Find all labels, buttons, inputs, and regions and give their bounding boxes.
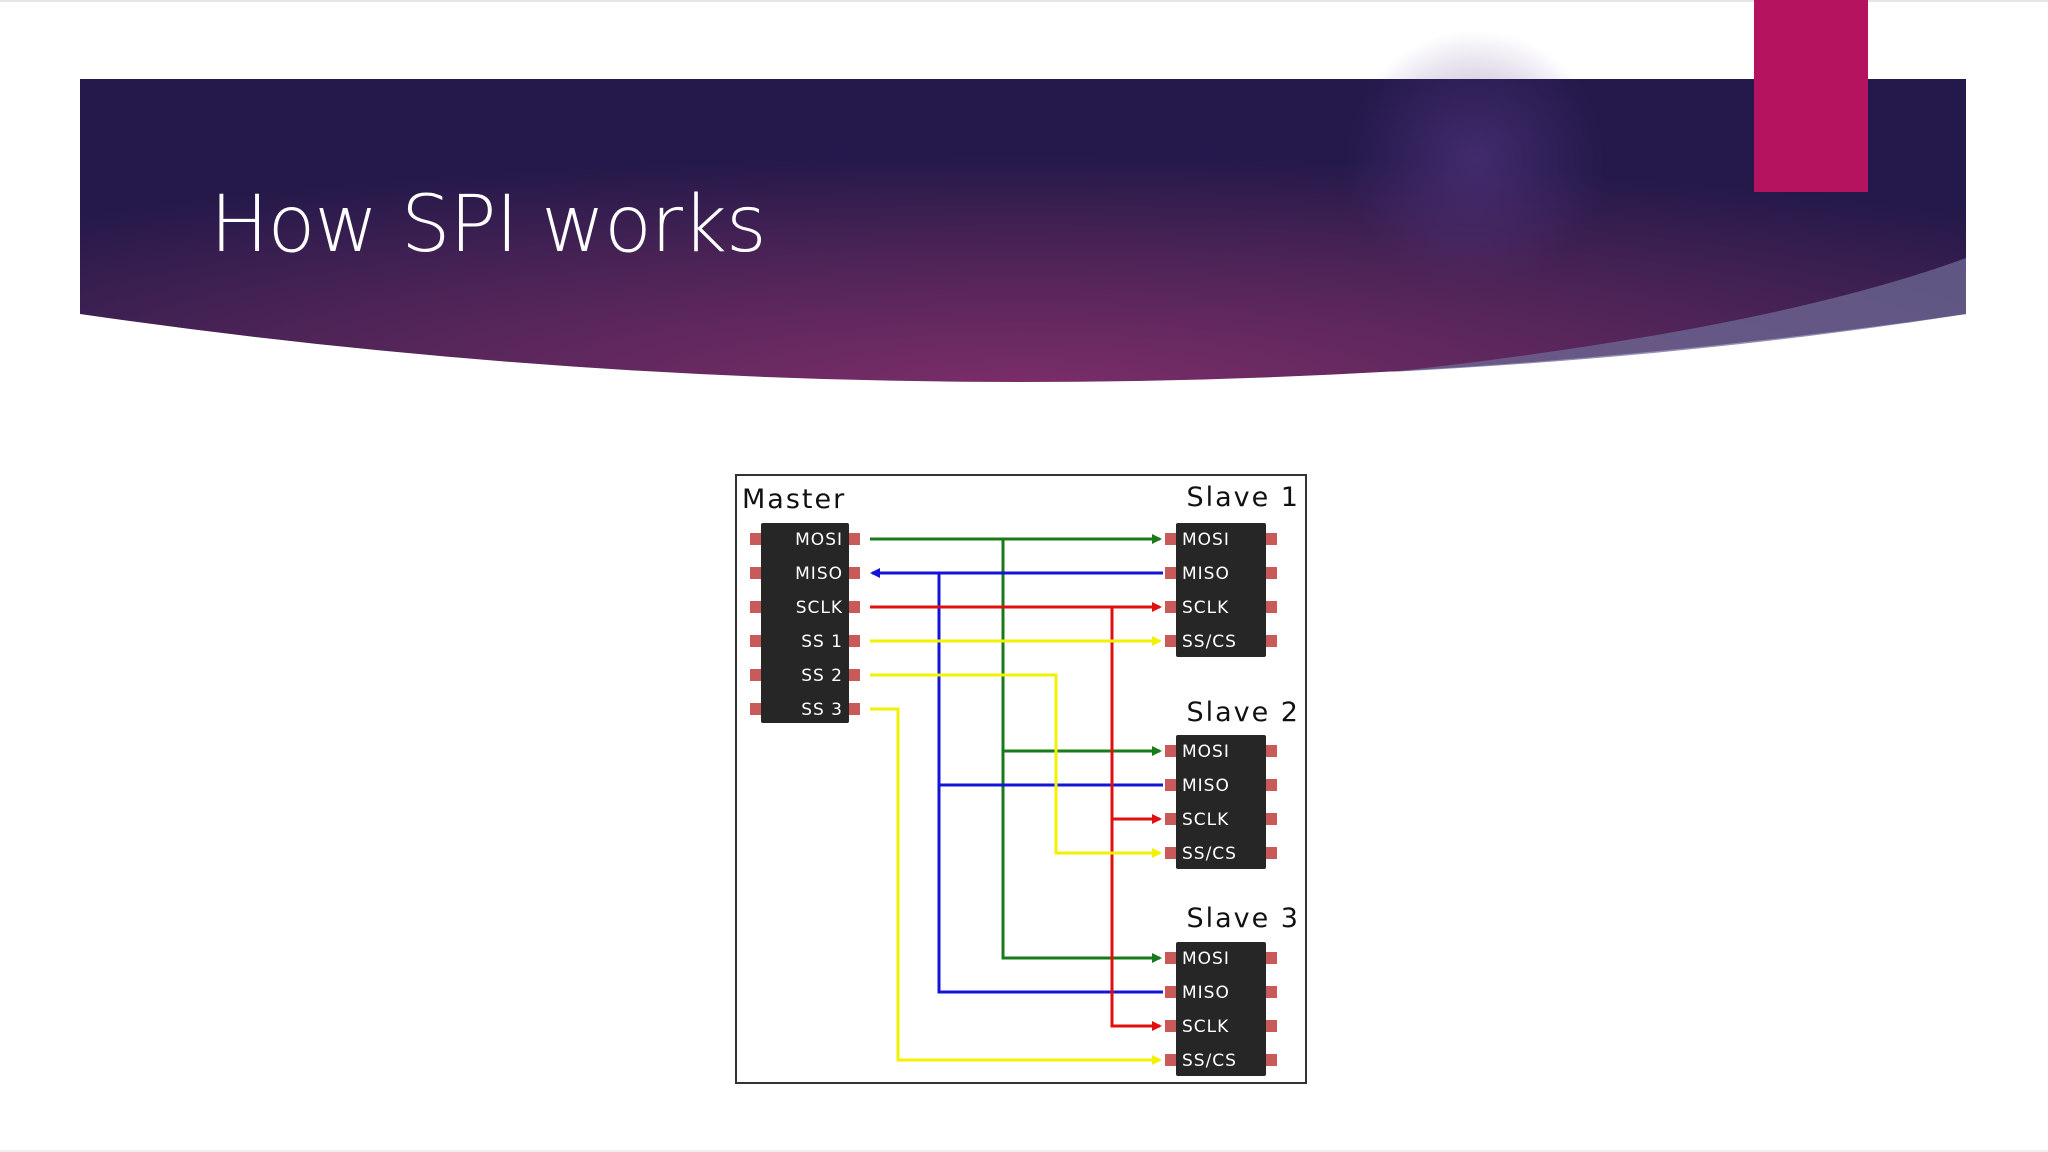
slave3-pin-label: SCLK xyxy=(1182,1017,1229,1037)
master-label: Master xyxy=(742,484,846,515)
slave3-label: Slave 3 xyxy=(1186,903,1300,934)
wire-miso-slave3 xyxy=(937,785,1163,994)
slave3-pin-label: SS/CS xyxy=(1182,1051,1237,1071)
master-pin-label: SS 2 xyxy=(801,666,843,686)
slave2-pin-label: SCLK xyxy=(1182,810,1229,830)
slave1-pin-label: MOSI xyxy=(1182,530,1230,550)
title-banner xyxy=(80,30,1966,382)
slave1-body xyxy=(1176,523,1266,657)
spi-diagram: Master MOSI MISO SCLK SS 1 SS 2 SS 3 xyxy=(735,474,1307,1086)
wire-sclk-slave3 xyxy=(1110,819,1162,1031)
master-body xyxy=(761,523,849,723)
master-pin-label: SS 3 xyxy=(801,700,843,720)
slave3-pin-label: MISO xyxy=(1182,983,1230,1003)
slave3-pin-label: MOSI xyxy=(1182,949,1230,969)
master-pin-label: MISO xyxy=(795,564,843,584)
slave2-chip: Slave 2 MOSI MISO SCLK SS/CS xyxy=(1165,697,1300,869)
slave3-chip: Slave 3 MOSI MISO SCLK SS/CS xyxy=(1165,903,1300,1076)
top-border xyxy=(0,0,2048,2)
accent-tab xyxy=(1754,0,1868,192)
slave2-body xyxy=(1176,735,1266,869)
slave2-pin-label: SS/CS xyxy=(1182,844,1237,864)
bottom-border xyxy=(0,1150,2048,1152)
slave1-chip: Slave 1 MOSI MISO SCLK SS/CS xyxy=(1165,482,1300,657)
slave2-label: Slave 2 xyxy=(1186,697,1300,728)
slave2-pin-label: MISO xyxy=(1182,776,1230,796)
master-pin-label: SCLK xyxy=(796,598,843,618)
master-pin-label: MOSI xyxy=(795,530,843,550)
master-pin-label: SS 1 xyxy=(801,632,843,652)
slave1-label: Slave 1 xyxy=(1186,482,1300,513)
wire-mosi-slave3 xyxy=(1001,751,1162,963)
slave1-pin-label: SS/CS xyxy=(1182,632,1237,652)
spi-diagram-svg: Master MOSI MISO SCLK SS 1 SS 2 SS 3 xyxy=(735,474,1307,1084)
wire-ss3 xyxy=(870,707,1162,1065)
master-chip: Master MOSI MISO SCLK SS 1 SS 2 SS 3 xyxy=(742,484,860,723)
wire-ss2 xyxy=(870,673,1162,858)
slide-title: How SPI works xyxy=(210,180,767,270)
slave2-pin-label: MOSI xyxy=(1182,742,1230,762)
slave1-pin-label: MISO xyxy=(1182,564,1230,584)
slave1-pin-label: SCLK xyxy=(1182,598,1229,618)
slave3-body xyxy=(1176,942,1266,1076)
